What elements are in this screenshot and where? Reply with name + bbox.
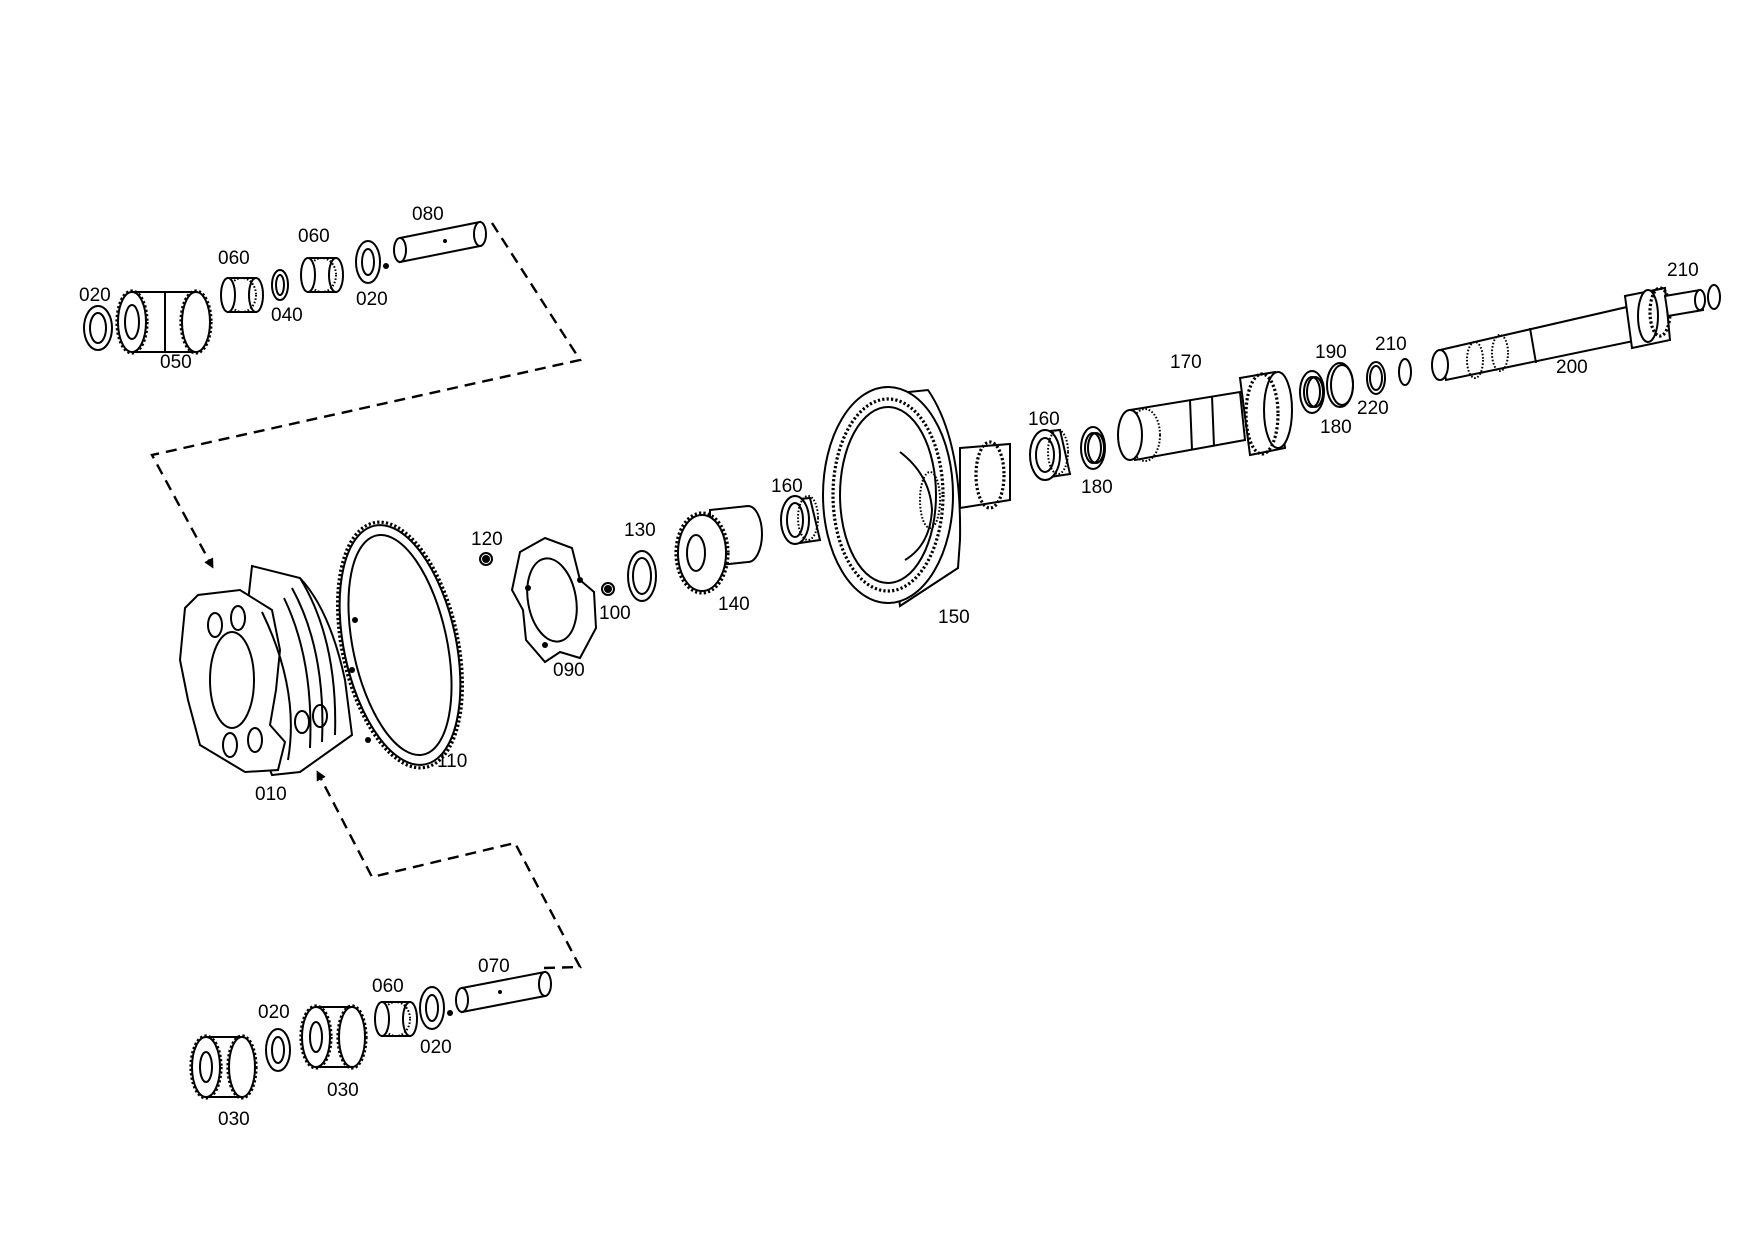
part-140-sun-gear-hub <box>674 504 763 595</box>
part-180-seal-ring-b <box>1299 370 1325 414</box>
label-030-bottom: 030 <box>218 1109 250 1130</box>
part-060-needle-bearing-a <box>220 277 264 313</box>
label-020-top-left: 020 <box>79 285 111 306</box>
label-060-top-b: 060 <box>298 226 330 247</box>
part-030-planet-gear-b <box>299 1004 368 1070</box>
part-070-planet-pin <box>455 970 552 1014</box>
label-160-left: 160 <box>771 476 803 497</box>
part-060-needle-bearing-c <box>374 1001 418 1037</box>
label-040: 040 <box>271 305 303 326</box>
part-050-planet-gear <box>115 289 213 355</box>
part-160-bearing-a <box>780 495 822 545</box>
part-210-retaining-ring-a <box>1398 358 1412 386</box>
label-200: 200 <box>1556 357 1588 378</box>
label-020-bottom-right: 020 <box>420 1037 452 1058</box>
part-100-screw <box>601 582 615 596</box>
part-170-sun-shaft <box>1117 370 1293 462</box>
part-080-planet-pin <box>393 220 487 264</box>
part-030-planet-gear-a <box>189 1034 258 1100</box>
part-220-snap-ring <box>1366 361 1386 395</box>
label-060-bottom: 060 <box>372 976 404 997</box>
label-130: 130 <box>624 520 656 541</box>
part-020-washer-bottom-left <box>265 1028 291 1072</box>
label-070: 070 <box>478 956 510 977</box>
label-060-top-a: 060 <box>218 248 250 269</box>
part-020-washer-top-right <box>355 240 389 284</box>
part-090-cover-plate <box>510 536 598 664</box>
label-110: 110 <box>437 751 467 772</box>
assembly-leader-top <box>150 222 582 569</box>
label-100: 100 <box>599 603 631 624</box>
label-140: 140 <box>718 594 750 615</box>
part-020-washer-top-left <box>83 305 113 351</box>
label-170: 170 <box>1170 352 1202 373</box>
part-120-screw <box>479 552 493 566</box>
part-010-planet-carrier <box>178 564 354 777</box>
part-060-needle-bearing-b <box>300 257 344 293</box>
label-150: 150 <box>938 607 970 628</box>
label-120: 120 <box>471 529 503 550</box>
part-130-snap-ring <box>627 550 657 602</box>
label-190: 190 <box>1315 342 1347 363</box>
assembly-leader-bottom <box>316 770 582 970</box>
label-080: 080 <box>412 204 444 225</box>
label-180-left: 180 <box>1081 477 1113 498</box>
part-040-spacer-ring <box>271 269 289 301</box>
label-160-right: 160 <box>1028 409 1060 430</box>
label-020-top-right: 020 <box>356 289 388 310</box>
part-190-shim <box>1326 362 1354 408</box>
label-020-bottom-left: 020 <box>258 1002 290 1023</box>
part-180-seal-ring-a <box>1080 426 1106 470</box>
part-150-ring-gear-housing <box>822 386 1011 608</box>
label-030-middle: 030 <box>327 1080 359 1101</box>
part-020-washer-bottom-right <box>419 986 453 1030</box>
label-090: 090 <box>553 660 585 681</box>
label-050: 050 <box>160 352 192 373</box>
part-160-bearing-b <box>1029 428 1072 481</box>
label-010: 010 <box>255 784 287 805</box>
label-210-right: 210 <box>1667 260 1699 281</box>
part-210-retaining-ring-b <box>1707 284 1721 310</box>
part-200-output-shaft <box>1431 286 1706 382</box>
label-210-left: 210 <box>1375 334 1407 355</box>
label-180-right: 180 <box>1320 417 1352 438</box>
label-220: 220 <box>1357 398 1389 419</box>
